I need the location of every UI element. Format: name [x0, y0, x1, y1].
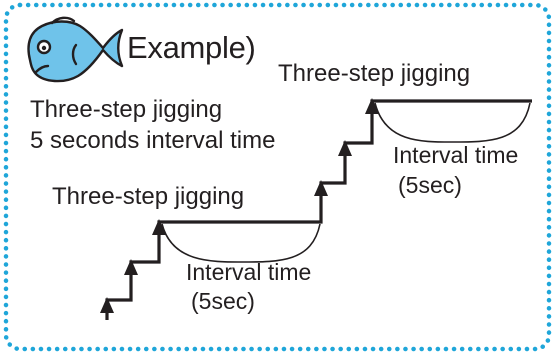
up-arrow-3 — [152, 219, 166, 235]
example-label: Example) — [127, 30, 256, 65]
up-arrow-5 — [338, 140, 352, 156]
description-line-1: Three-step jigging — [30, 96, 223, 123]
up-arrow-1 — [100, 297, 114, 313]
interval-value-lower: (5sec) — [191, 288, 255, 314]
description-line-2: 5 seconds interval time — [30, 127, 276, 154]
interval-bracket-high — [374, 102, 531, 143]
up-arrow-4 — [314, 180, 328, 196]
up-arrow-2 — [124, 259, 138, 275]
dotted-border — [3, 2, 552, 352]
interval-label-upper: Interval time — [393, 142, 519, 168]
interval-bracket-low — [161, 223, 321, 263]
jig-label-lower: Three-step jigging — [52, 183, 245, 210]
fish-icon — [27, 16, 124, 83]
interval-label-lower: Interval time — [186, 259, 312, 285]
up-arrow-6 — [365, 98, 379, 114]
jig-step-line — [105, 99, 532, 320]
jig-label-upper: Three-step jigging — [278, 60, 471, 87]
interval-value-upper: (5sec) — [398, 172, 462, 198]
